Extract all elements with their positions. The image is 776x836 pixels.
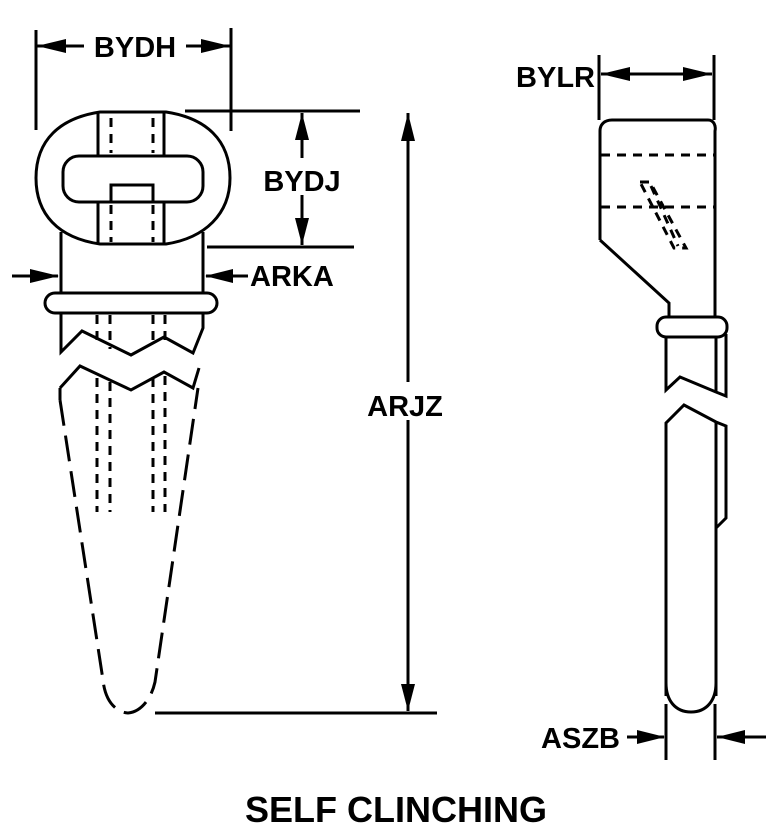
- dim-label-bydh: BYDH: [94, 32, 176, 64]
- strap-through-head-bottom: [96, 202, 166, 244]
- bydj-arrow-up: [295, 113, 309, 140]
- bylr-arrow-right: [683, 67, 712, 81]
- bydj-arrow-down: [295, 218, 309, 245]
- dim-label-aszb: ASZB: [541, 723, 620, 755]
- side-strap-tip: [664, 682, 718, 714]
- dim-label-bydj: BYDJ: [263, 166, 340, 198]
- strap-lower-hidden: [95, 376, 167, 512]
- side-view: BYLR ASZB: [516, 55, 766, 760]
- side-head-hidden-lines: [601, 153, 714, 209]
- arjz-arrow-up: [401, 113, 415, 141]
- strap-hidden-edge-top: [109, 118, 155, 153]
- bydj-extension-lines: [185, 109, 360, 249]
- aszb-extension-lines: [664, 704, 717, 760]
- bylr-extension-lines: [597, 55, 716, 120]
- strap-hidden-edge-bottom: [109, 205, 155, 242]
- strap-upper-break: [59, 313, 205, 357]
- dim-label-arjz: ARJZ: [367, 391, 443, 423]
- side-pawl-hidden-inner: [649, 185, 680, 247]
- side-strap-lower: [664, 403, 728, 696]
- strap-through-head-top: [96, 113, 166, 155]
- arjz-arrow-down: [401, 684, 415, 711]
- front-view: BYDH BYDJ ARKA ARJZ: [12, 28, 443, 715]
- side-head-profile: [598, 118, 717, 317]
- strap-tapered-end: [58, 387, 200, 715]
- bylr-arrow-left: [601, 67, 630, 81]
- side-pawl-hidden: [637, 180, 689, 250]
- tie-collar: [43, 291, 219, 315]
- diagram-title: SELF CLINCHING: [245, 789, 547, 830]
- locking-pawl: [109, 183, 155, 202]
- strap-upper-hidden: [95, 315, 167, 349]
- dim-label-arka: ARKA: [250, 261, 334, 293]
- head-slot: [61, 154, 205, 204]
- bydh-arrow-right: [201, 39, 230, 53]
- strap-lower-break: [58, 364, 201, 400]
- dim-label-bylr: BYLR: [516, 62, 595, 94]
- tie-neck: [59, 232, 205, 293]
- bydh-arrow-left: [37, 39, 66, 53]
- aszb-arrow-left: [637, 730, 665, 744]
- aszb-arrow-right: [717, 730, 745, 744]
- bydh-extension-lines: [34, 28, 233, 131]
- arka-arrow-left: [30, 269, 59, 283]
- side-collar: [655, 315, 729, 339]
- arka-arrow-right: [205, 269, 233, 283]
- side-strap-upper: [664, 334, 728, 399]
- tie-head-outer: [34, 110, 232, 246]
